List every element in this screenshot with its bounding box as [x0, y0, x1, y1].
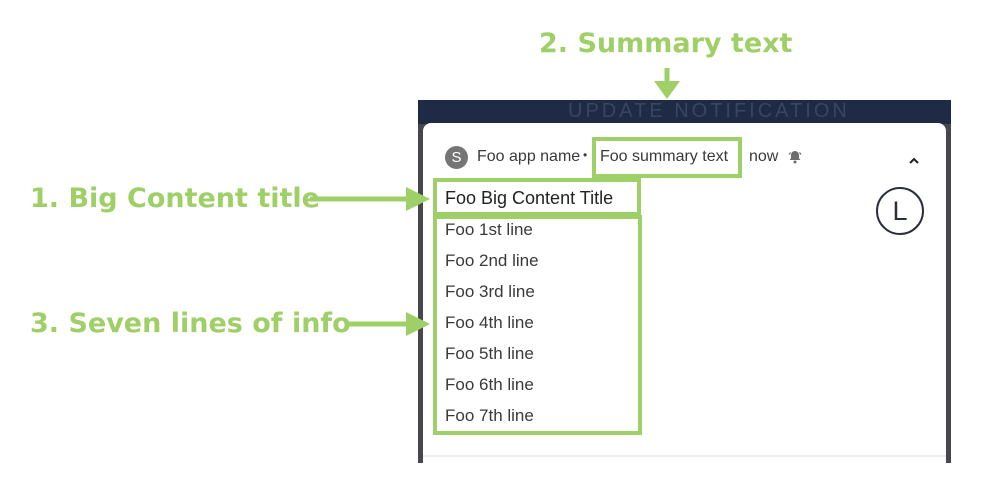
info-line: Foo 5th line [445, 344, 534, 363]
background-header-text: UPDATE NOTIFICATION [568, 100, 850, 122]
header-separator: • [583, 148, 588, 162]
info-line: Foo 7th line [445, 406, 534, 425]
annotation-big-content-title: 1. Big Content title [30, 183, 320, 214]
bell-icon [788, 150, 802, 169]
info-line: Foo 4th line [445, 313, 534, 332]
title-highlight-box [433, 178, 641, 216]
background-header: UPDATE NOTIFICATION [418, 100, 951, 124]
chevron-up-icon[interactable] [908, 152, 920, 170]
annotation-summary-text: 2. Summary text [539, 28, 793, 59]
info-line: Foo 2nd line [445, 251, 539, 270]
lines-highlight-box [433, 215, 642, 435]
summary-text: Foo summary text [600, 148, 729, 165]
arrow-lines-head [406, 312, 430, 336]
big-content-title: Foo Big Content Title [445, 188, 614, 208]
info-line: Foo 6th line [445, 375, 534, 394]
arrow-summary-head [654, 81, 680, 99]
info-line: Foo 3rd line [445, 282, 535, 301]
divider [423, 455, 946, 457]
info-line: Foo 1st line [445, 220, 533, 239]
summary-highlight-box [592, 137, 742, 178]
large-icon: L [876, 187, 924, 235]
arrow-title-head [406, 187, 430, 211]
app-icon: S [445, 146, 468, 169]
annotation-seven-lines: 3. Seven lines of info [30, 308, 351, 339]
time-stamp: now [749, 148, 779, 165]
app-name: Foo app name [477, 148, 581, 165]
